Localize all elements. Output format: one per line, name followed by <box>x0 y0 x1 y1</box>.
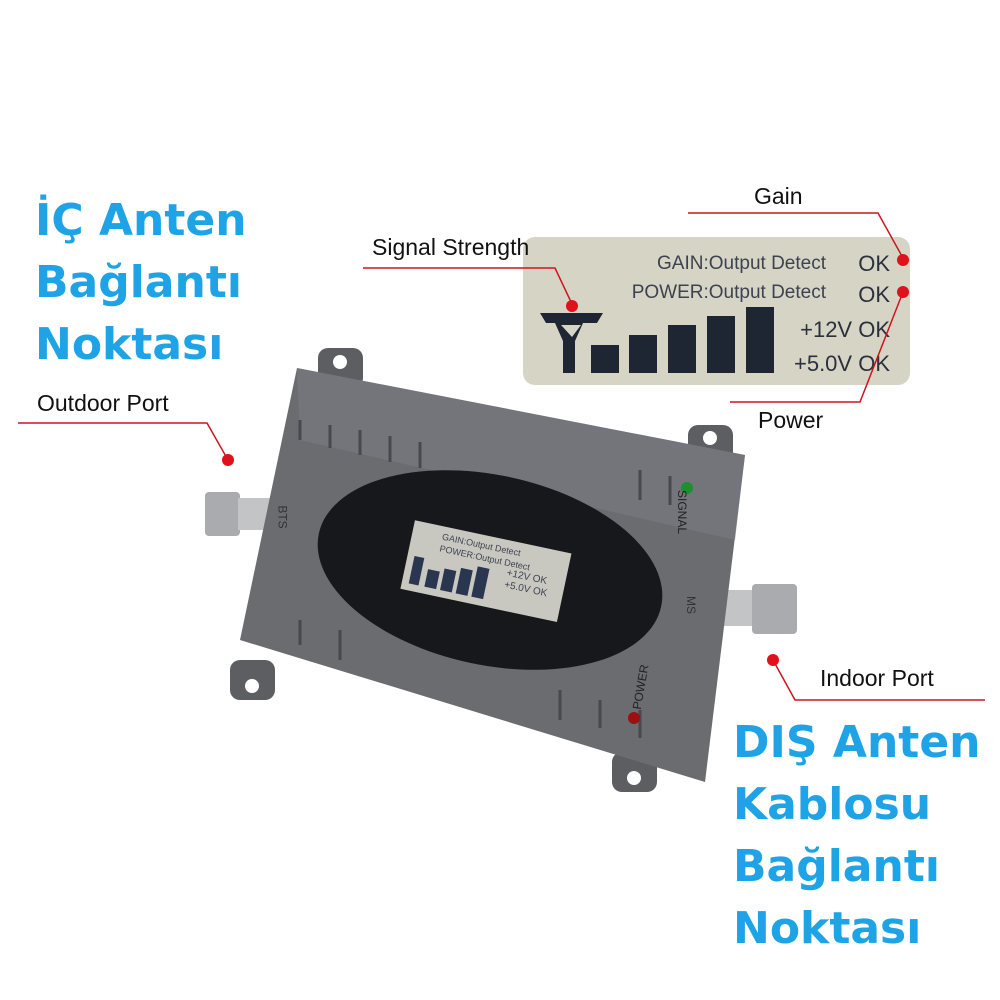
outdoor-antenna-title: DIŞ Anten Kablosu Bağlantı Noktası <box>733 712 980 960</box>
title-line: Bağlantı <box>35 257 242 308</box>
signal-strength-icon <box>540 307 774 373</box>
indoor-port-callout: Indoor Port <box>820 665 934 691</box>
title-line: Kablosu <box>733 779 932 830</box>
display-zoom-panel: GAIN:Output Detect POWER:Output Detect O… <box>523 237 910 385</box>
signal-strength-callout: Signal Strength <box>372 234 530 260</box>
power-callout: Power <box>758 407 824 433</box>
indoor-antenna-title: İÇ Anten Bağlantı Noktası <box>35 190 247 376</box>
title-line: Bağlantı <box>733 841 940 892</box>
indoor-connector <box>705 584 797 634</box>
bts-port-label: BTS <box>275 505 290 529</box>
title-line: İÇ Anten <box>35 195 247 246</box>
power-led-label: POWER <box>629 663 652 711</box>
signal-led-label: SIGNAL <box>675 489 690 535</box>
title-line: DIŞ Anten <box>733 717 981 768</box>
device-lcd-voltages: +12V OK +5.0V OK <box>503 568 551 601</box>
outdoor-connector <box>205 492 283 536</box>
ms-port-label: MS <box>684 596 698 614</box>
gain-callout: Gain <box>754 183 803 209</box>
title-line: Noktası <box>733 903 922 954</box>
title-line: Noktası <box>35 319 224 370</box>
device-lcd: GAIN:Output Detect POWER:Output Detect <box>439 531 534 574</box>
outdoor-port-callout: Outdoor Port <box>37 390 169 416</box>
